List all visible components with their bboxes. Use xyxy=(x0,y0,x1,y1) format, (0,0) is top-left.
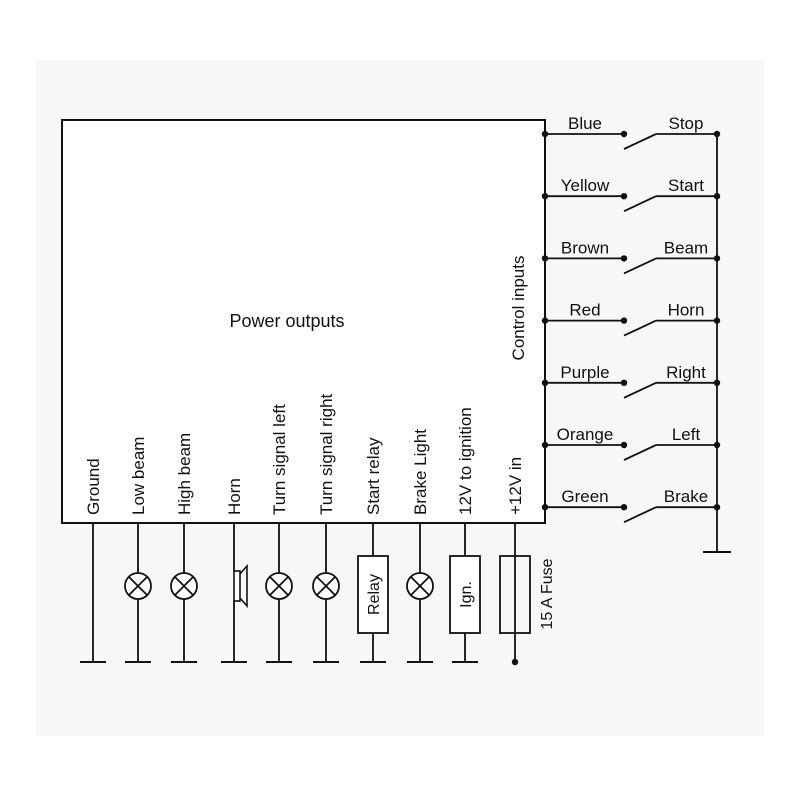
power-output-turn-signal-right: Turn signal right xyxy=(312,393,340,663)
power-output-label: Start relay xyxy=(364,437,383,515)
control-input-row-stop: Blue Stop xyxy=(541,114,721,150)
junction-dot xyxy=(541,317,549,324)
switch-blade xyxy=(623,381,657,399)
control-input-row-brake: Green Brake xyxy=(541,487,721,524)
control-input-row-start: Yellow Start xyxy=(541,176,721,213)
fuse-rating-label: 15 A Fuse xyxy=(539,558,556,629)
control-input-row-left: Orange Left xyxy=(541,425,721,461)
junction-dot xyxy=(541,255,549,262)
control-input-row-right: Purple Right xyxy=(541,363,721,399)
junction-dot xyxy=(541,379,549,386)
control-input-function-label: Horn xyxy=(668,301,705,320)
power-output-label: High beam xyxy=(175,433,194,515)
switch-contact-dot xyxy=(620,317,628,324)
control-input-function-label: Stop xyxy=(669,114,704,133)
control-input-function-label: Start xyxy=(668,176,704,195)
power-output-label: Ground xyxy=(84,458,103,515)
lamp-cross xyxy=(174,576,194,596)
switch-contact-dot xyxy=(620,504,628,511)
ign-box xyxy=(449,555,481,634)
control-input-row-beam: Brown Beam xyxy=(541,238,721,275)
power-output-label: +12V in xyxy=(506,457,525,515)
control-inputs-label: Control inputs xyxy=(509,256,528,361)
switch-blade xyxy=(623,319,657,337)
switch-blade xyxy=(623,444,657,461)
control-input-wire-label: Yellow xyxy=(561,176,610,195)
power-output-low-beam: Low beam xyxy=(124,437,152,663)
horn-body xyxy=(233,570,241,602)
junction-dot xyxy=(541,130,549,138)
switch-contact-dot xyxy=(620,255,628,262)
horn-symbol xyxy=(239,563,248,609)
power-output-label: Horn xyxy=(225,478,244,515)
junction-dot xyxy=(713,441,721,449)
junction-dot xyxy=(713,379,721,386)
power-output-12v-in: +12V in 15 A Fuse xyxy=(499,457,556,666)
power-output-label: Brake Light xyxy=(411,429,430,515)
switch-blade xyxy=(623,506,657,524)
switch-contact-dot xyxy=(620,441,628,449)
control-input-wire-label: Red xyxy=(569,301,600,320)
control-input-function-label: Right xyxy=(666,363,706,382)
power-output-label: Low beam xyxy=(129,437,148,515)
component-box-label: Relay xyxy=(366,574,383,615)
lamp-cross xyxy=(410,576,430,596)
control-input-function-label: Brake xyxy=(664,487,708,506)
junction-dot xyxy=(713,317,721,324)
switch-blade xyxy=(623,195,657,213)
junction-dot xyxy=(713,130,721,138)
power-outputs-label: Power outputs xyxy=(229,311,344,331)
controller-box xyxy=(61,119,546,524)
component-box-label: Ign. xyxy=(458,581,475,608)
power-output-ground: Ground xyxy=(80,458,106,663)
switch-contact-dot xyxy=(620,130,628,138)
power-output-label: 12V to ignition xyxy=(456,407,475,515)
power-output-label: Turn signal left xyxy=(270,404,289,515)
lamp-cross xyxy=(316,576,336,596)
power-output-high-beam: High beam xyxy=(170,433,198,663)
relay-box xyxy=(357,555,389,634)
control-input-function-label: Left xyxy=(672,425,701,444)
supply-terminal-dot xyxy=(511,658,519,666)
control-input-wire-label: Green xyxy=(561,487,608,506)
power-output-turn-signal-left: Turn signal left xyxy=(265,404,293,663)
power-output-horn: Horn xyxy=(221,478,248,663)
junction-dot xyxy=(541,441,549,449)
control-input-wire-label: Brown xyxy=(561,238,609,257)
control-input-function-label: Beam xyxy=(664,238,708,257)
switch-contact-dot xyxy=(620,379,628,386)
junction-dot xyxy=(541,193,549,200)
control-input-wire-label: Purple xyxy=(560,363,609,382)
fuse-symbol xyxy=(499,555,531,634)
switch-blade xyxy=(623,257,657,275)
control-input-row-horn: Red Horn xyxy=(541,301,721,337)
power-output-label: Turn signal right xyxy=(317,393,336,515)
junction-dot xyxy=(713,193,721,200)
control-input-wire-label: Orange xyxy=(557,425,614,444)
junction-dot xyxy=(713,504,721,511)
power-output-brake-light: Brake Light xyxy=(406,429,434,663)
switch-contact-dot xyxy=(620,193,628,200)
control-input-wire-label: Blue xyxy=(568,114,602,133)
switch-blade xyxy=(623,133,657,150)
lamp-cross xyxy=(269,576,289,596)
lamp-cross xyxy=(128,576,148,596)
junction-dot xyxy=(541,504,549,511)
junction-dot xyxy=(713,255,721,262)
